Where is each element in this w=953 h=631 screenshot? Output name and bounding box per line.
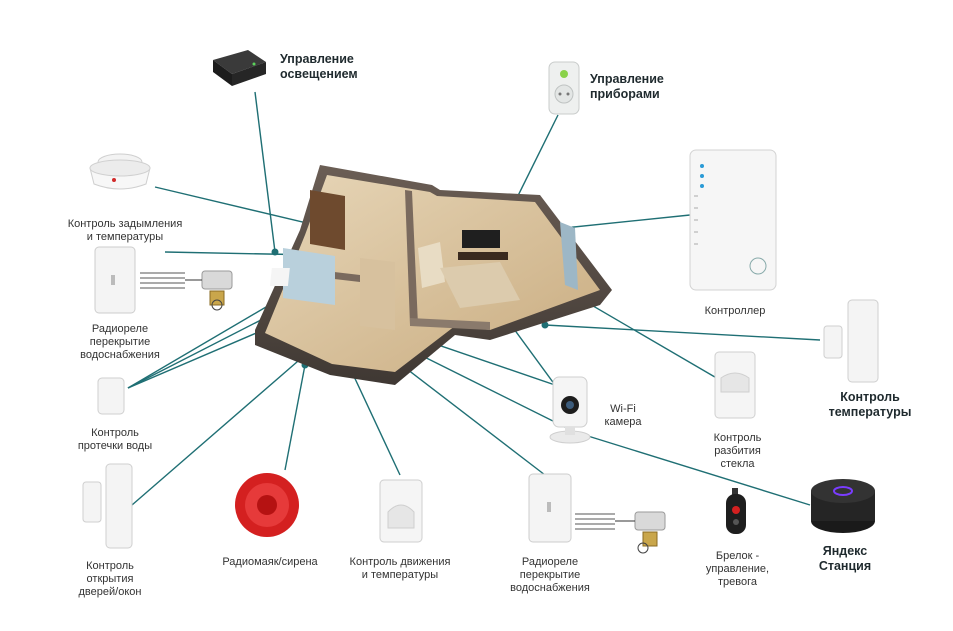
keyfob-icon [722, 488, 752, 536]
door-sensor-icon [80, 462, 136, 552]
motion-sensor-icon [378, 478, 424, 544]
relay-sensor-icon [527, 472, 573, 544]
lighting-module-icon [208, 48, 268, 88]
label-siren: Радиомаяк/сирена [222, 556, 318, 568]
line-lighting [254, 91, 276, 253]
label-controller: Контроллер [704, 305, 766, 317]
smart-plug-icon [545, 60, 583, 116]
controller-hub-icon [688, 148, 778, 292]
valve-icon [140, 265, 240, 315]
line-temperature [544, 324, 821, 341]
leak-sensor-icon [96, 376, 126, 416]
line-yandex [574, 431, 811, 506]
label-keyfob: Брелок -управление,тревога [705, 550, 770, 588]
relay-sensor-icon [93, 245, 138, 315]
wifi-camera-icon [545, 375, 595, 445]
line-doors [131, 354, 306, 506]
smoke-detector-icon [84, 150, 156, 198]
glass-break-sensor-icon [713, 350, 757, 420]
yandex-station-icon [808, 475, 878, 535]
temperature-sensor-icon [820, 298, 882, 384]
line-siren [284, 364, 306, 471]
siren-icon [232, 470, 302, 540]
valve-icon [575, 508, 675, 558]
